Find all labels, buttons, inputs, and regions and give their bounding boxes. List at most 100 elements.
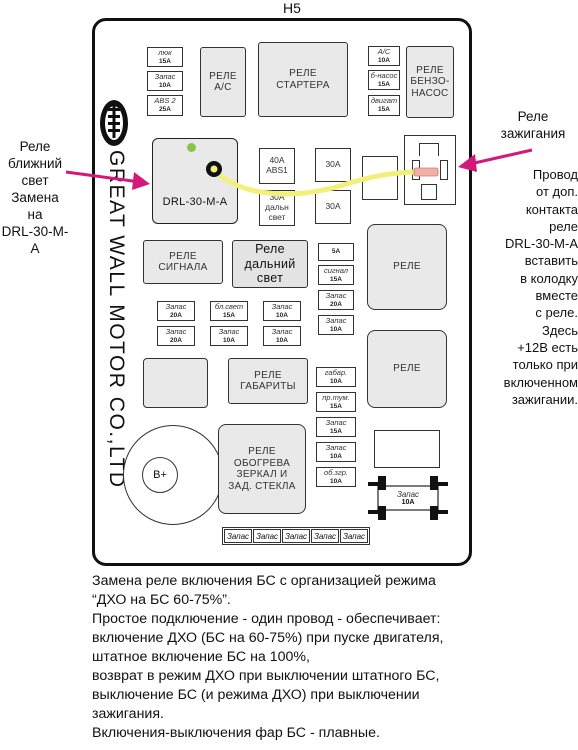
fuse-label: ABS 2 bbox=[154, 96, 176, 106]
relay-heater[interactable]: РЕЛЕ ОБОГРЕВА ЗЕРКАЛ И ЗАД. СТЕКЛА bbox=[218, 424, 306, 514]
fuse-amp: 15A bbox=[330, 275, 342, 283]
relay-socket-empty[interactable] bbox=[143, 358, 208, 408]
spare-fuse[interactable]: Запас bbox=[282, 529, 310, 543]
right-annotation-title: Реле зажигания bbox=[488, 108, 578, 142]
fuse-gabar[interactable]: габар.10A bbox=[316, 367, 356, 387]
annotation-line: Реле bbox=[19, 139, 51, 154]
annotation-line: +12В есть bbox=[517, 339, 578, 355]
annotation-line: Провод bbox=[532, 167, 578, 182]
fuse-label: Запас bbox=[325, 442, 347, 452]
annotation-line: реле bbox=[549, 218, 578, 234]
fuse-amp: 15A bbox=[378, 80, 390, 88]
fuse-label: Запас bbox=[396, 490, 420, 499]
caption-line: штатное включение БС на 100%, bbox=[92, 649, 310, 665]
left-annotation: Реле ближний свет Замена на DRL-30-M-A bbox=[0, 138, 70, 257]
annotation-line: зажигания bbox=[500, 126, 566, 141]
annotation-line: DRL-30-M-A bbox=[505, 236, 578, 252]
spare-fuse[interactable]: Запас bbox=[224, 529, 252, 543]
fuse-amp: 10A bbox=[276, 336, 288, 344]
right-annotation-body: Провод от доп. контакта реле DRL-30-M-A … bbox=[480, 166, 578, 408]
fuse-40a-abs1[interactable]: 40A ABS1 bbox=[259, 148, 295, 184]
annotation-line: контакта bbox=[525, 201, 578, 217]
fuse-pr-tum[interactable]: пр.тум.15A bbox=[316, 392, 356, 412]
fuse-label: Запас bbox=[325, 290, 347, 300]
fuse-label: бл.свет bbox=[214, 301, 244, 311]
fuse-label: Запас bbox=[165, 326, 187, 336]
annotation-line: вместе bbox=[535, 288, 578, 304]
fuse-zapas-bottom[interactable]: Запас 10A bbox=[386, 486, 430, 510]
caption-line: выключение БС (и режима ДХО) при выключе… bbox=[92, 687, 420, 703]
spare-fuse[interactable]: Запас bbox=[253, 529, 281, 543]
annotation-line: на bbox=[27, 207, 43, 222]
relay-generic-1[interactable]: РЕЛЕ bbox=[367, 224, 447, 310]
battery-terminal-inner: B+ bbox=[142, 457, 178, 493]
fuse-label: Запас bbox=[325, 315, 347, 325]
fuse-amp: 10A bbox=[330, 452, 342, 460]
spare-fuse[interactable]: Запас bbox=[340, 529, 368, 543]
fuse-amp: 10A bbox=[159, 81, 171, 89]
fuse-label: габар. bbox=[324, 367, 348, 377]
bplus-label: B+ bbox=[153, 469, 167, 481]
fuse-ob-gr[interactable]: об.згр.10A bbox=[316, 467, 356, 487]
connector-bracket-icon bbox=[368, 476, 448, 520]
yellow-wire bbox=[211, 167, 421, 197]
fuse-label: об.згр. bbox=[324, 467, 348, 477]
spare-fuse[interactable]: Запас bbox=[311, 529, 339, 543]
fuse-30a-2[interactable]: 30A bbox=[315, 190, 351, 224]
fuse-label: Запас bbox=[165, 301, 187, 311]
annotation-line: свет bbox=[21, 173, 49, 188]
spare-fuse-strip: Запас Запас Запас Запас Запас bbox=[222, 527, 370, 545]
relay-high-beam[interactable]: Реле дальний свет bbox=[232, 240, 308, 288]
ignition-relay-pin-top bbox=[419, 143, 439, 156]
caption-line: Простое подключение - один провод - обес… bbox=[92, 611, 441, 627]
annotation-line: от доп. bbox=[536, 184, 578, 200]
annotation-line: в колодку bbox=[520, 270, 578, 286]
caption-line: Включения-выключения фар БС - плавные. bbox=[92, 725, 380, 741]
fuse-label: сигнал bbox=[323, 265, 349, 275]
fusebox-title: H5 bbox=[283, 0, 301, 16]
wire-connector-icon bbox=[413, 167, 439, 177]
great-wall-logo-icon bbox=[100, 100, 128, 146]
fuse-amp: 15A bbox=[378, 106, 390, 114]
relay-ac[interactable]: РЕЛЕ A/C bbox=[200, 47, 246, 117]
relay-socket-empty-2[interactable] bbox=[374, 430, 440, 468]
ignition-relay-pin-right bbox=[440, 160, 448, 180]
drl-relay-label: DRL-30-M-A bbox=[162, 196, 228, 209]
annotation-line: DRL-30-M-A bbox=[1, 224, 69, 256]
fuse-5a[interactable]: 5A bbox=[318, 243, 354, 261]
fuse-label: Запас bbox=[271, 301, 293, 311]
relay-parking-lights[interactable]: РЕЛЕ ГАБАРИТЫ bbox=[228, 358, 308, 404]
caption-line: зажигания. bbox=[92, 706, 164, 722]
arrow-right-icon bbox=[469, 148, 533, 166]
fuse-amp: 10A bbox=[223, 336, 235, 344]
annotation-line: Замена bbox=[11, 190, 59, 205]
fuse-amp: 15A bbox=[223, 311, 235, 319]
relay-fuel-pump[interactable]: РЕЛЕ БЕНЗО-НАСОС bbox=[406, 46, 454, 118]
brand-text: GREAT WALL MOTOR CO.,LTD bbox=[105, 150, 128, 489]
relay-generic-2[interactable]: РЕЛЕ bbox=[367, 330, 447, 408]
relay-signal[interactable]: РЕЛЕ СИГНАЛА bbox=[143, 240, 223, 284]
fuse-30a-1[interactable]: 30A bbox=[315, 148, 351, 182]
annotation-line: включенном bbox=[503, 374, 578, 390]
annotation-line: с реле. bbox=[535, 305, 578, 321]
relay-starter[interactable]: РЕЛЕ СТАРТЕРА bbox=[258, 42, 348, 117]
fuse-label: A/C bbox=[377, 46, 391, 56]
annotation-line: ближний bbox=[7, 156, 63, 171]
